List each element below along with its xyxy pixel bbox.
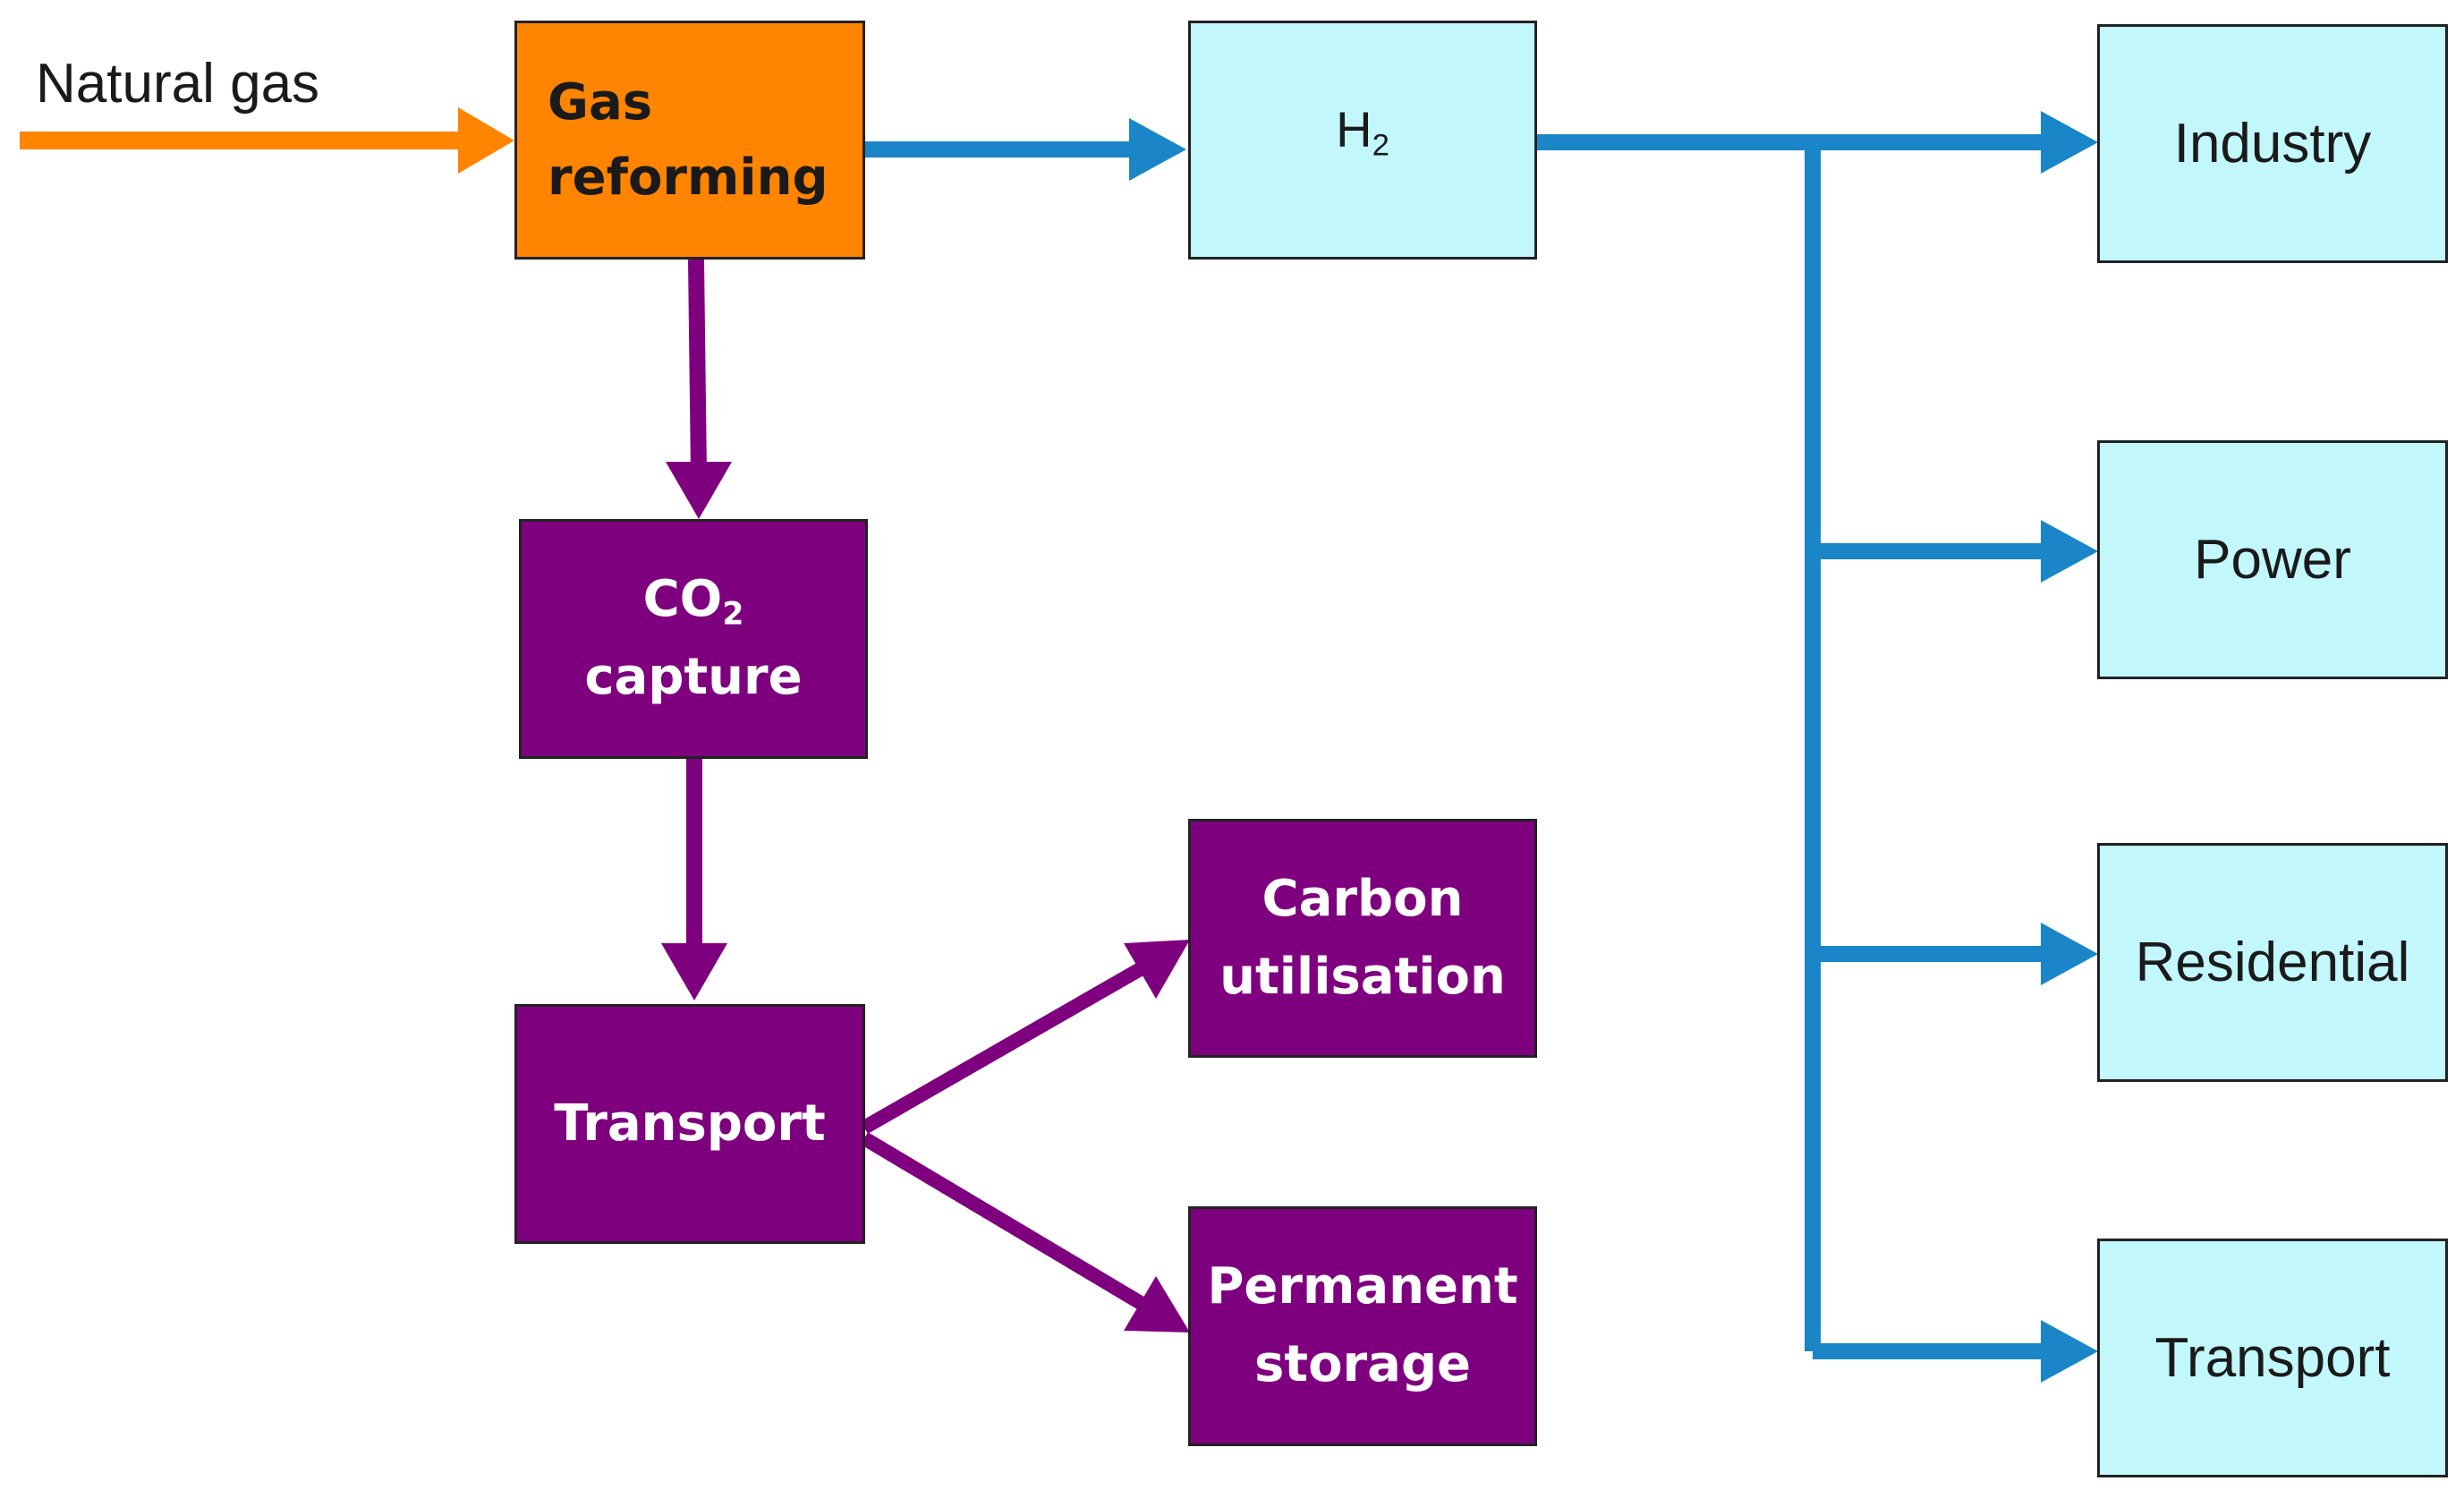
edge-transport-to-permanent-storage [860, 1132, 1190, 1332]
edge-h2-to-industry [1813, 111, 2098, 174]
edge-h2-to-power [1813, 520, 2098, 583]
edge-h2-trunk [1535, 134, 1821, 1351]
co2-capture-label-line2: capture [584, 648, 803, 706]
edge-h2-to-transport [1813, 1320, 2098, 1383]
co2-capture-node: CO2 capture [519, 519, 868, 759]
edge-co2-capture-to-transport [661, 759, 727, 1000]
edge-transport-to-carbon-utilisation [861, 940, 1190, 1134]
residential-label: Residential [2135, 932, 2410, 993]
power-label: Power [2194, 529, 2351, 591]
permanent-storage-node: Permanent storage [1188, 1206, 1537, 1446]
edge-gas-reforming-to-h2 [863, 118, 1186, 181]
power-node: Power [2097, 440, 2448, 679]
edge-h2-to-residential [1813, 923, 2098, 985]
transport-co2-node: Transport [514, 1004, 865, 1244]
carbon-utilisation-label: Carbon utilisation [1219, 869, 1506, 1006]
permanent-storage-label: Permanent storage [1207, 1257, 1518, 1393]
residential-node: Residential [2097, 843, 2448, 1082]
transport-use-label: Transport [2154, 1327, 2391, 1389]
industry-label: Industry [2173, 113, 2372, 175]
industry-node: Industry [2097, 24, 2448, 263]
edge-natural-gas-to-gas-reforming [20, 107, 514, 174]
gas-reforming-node: Gas reforming [514, 21, 865, 260]
co2-capture-label: CO2 [642, 570, 744, 633]
transport-co2-label: Transport [554, 1094, 826, 1153]
transport-use-node: Transport [2097, 1239, 2448, 1477]
gas-reforming-label: Gas reforming [548, 72, 828, 207]
h2-label: H2 [1336, 101, 1389, 163]
carbon-utilisation-node: Carbon utilisation [1188, 819, 1537, 1058]
h2-node: H2 [1188, 21, 1537, 260]
natural-gas-label: Natural gas [36, 53, 320, 115]
edge-gas-reforming-to-co2-capture [666, 259, 732, 519]
